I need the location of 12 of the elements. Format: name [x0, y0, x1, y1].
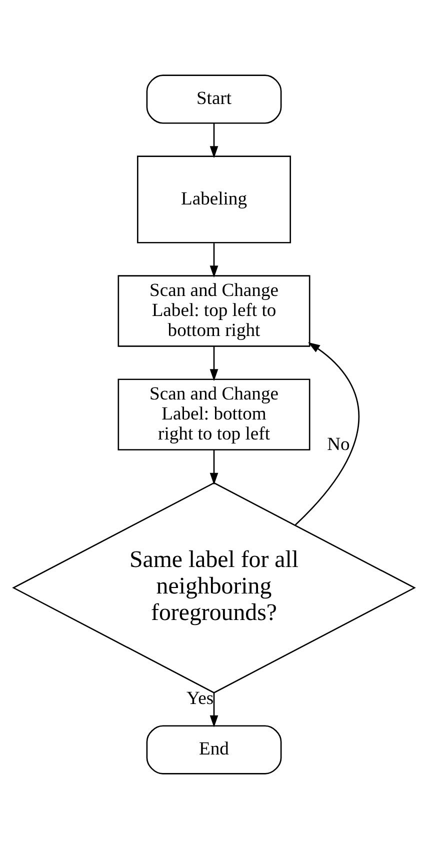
node-box: End [146, 725, 282, 774]
node-box: Labeling [137, 156, 292, 244]
node-box: Start [146, 74, 282, 124]
arrow [210, 346, 218, 382]
node-box: Scan and Change Label: bottom right to top left [118, 378, 310, 450]
arrow [210, 692, 218, 728]
arrow [210, 450, 218, 485]
arrow [294, 342, 360, 526]
arrow [210, 243, 218, 278]
node-box: Scan and Change Label: top left to bottom right [118, 275, 310, 347]
arrow [210, 123, 218, 158]
edge-label: No [327, 434, 350, 455]
